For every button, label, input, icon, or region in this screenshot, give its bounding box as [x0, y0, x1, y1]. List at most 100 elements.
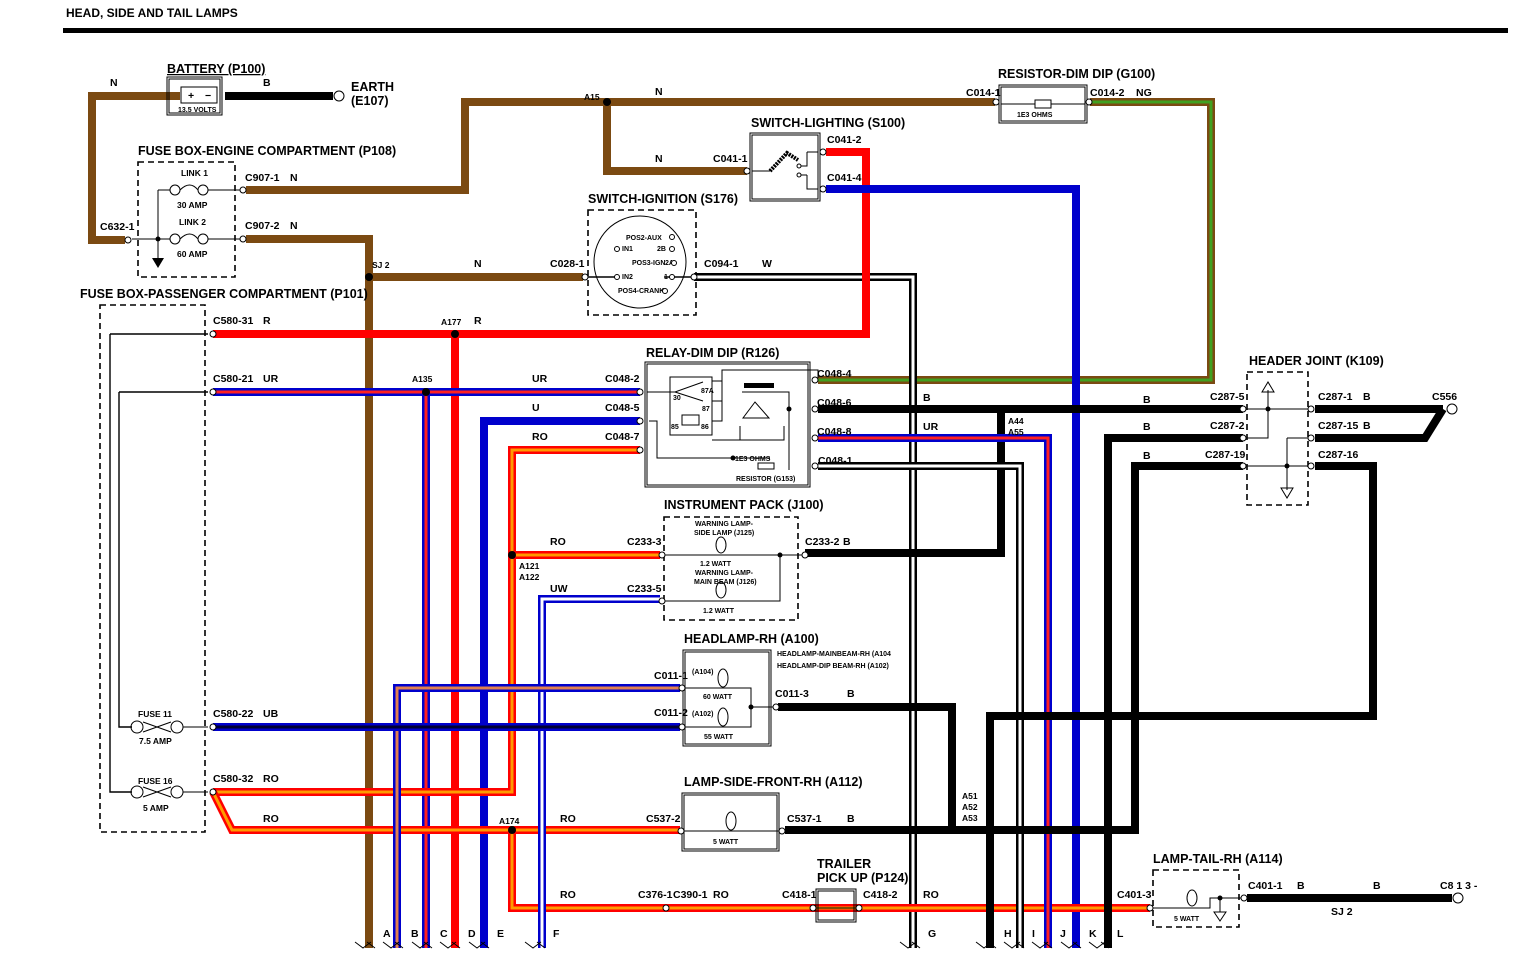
wire-c907-1-n[interactable]: [246, 98, 995, 194]
connector-pin[interactable]: [239, 235, 247, 243]
header-joint-k109[interactable]: HEADER JOINT (K109): [1246, 354, 1384, 506]
connector-pin[interactable]: [743, 167, 751, 175]
continuation-k[interactable]: K: [1089, 928, 1097, 940]
wire-c041-2-r[interactable]: [213, 148, 870, 338]
label-a122: A122: [519, 572, 540, 582]
lamp2-l2: MAIN BEAM (J126): [694, 579, 757, 586]
headlamp-sub1: HEADLAMP-MAINBEAM-RH (A104: [777, 651, 891, 658]
connector-pin[interactable]: [209, 330, 217, 338]
connector-pin[interactable]: [819, 185, 827, 193]
connector-pin[interactable]: [678, 684, 686, 692]
connector-pin[interactable]: [1239, 405, 1247, 413]
connector-pin[interactable]: [1146, 904, 1154, 912]
link2-rating: 60 AMP: [177, 249, 208, 259]
label-c233-2: C233-2: [805, 536, 840, 548]
connector-pin[interactable]: [677, 827, 685, 835]
continuation-b[interactable]: B: [411, 928, 419, 940]
resistor-dimdip-g100[interactable]: RESISTOR-DIM DIP (G100) 1E3 OHMS: [998, 67, 1155, 124]
connector-pin[interactable]: [690, 273, 698, 281]
connector-pin[interactable]: [636, 446, 644, 454]
fusebox-passenger-p101[interactable]: FUSE BOX-PASSENGER COMPARTMENT (P101) FU…: [80, 287, 368, 833]
label-c907-1: C907-1: [245, 172, 280, 184]
connector-pin[interactable]: [636, 417, 644, 425]
connector-pin[interactable]: [801, 551, 809, 559]
continuation-h[interactable]: H: [1004, 928, 1012, 940]
wire-c287-16-b[interactable]: [986, 462, 1377, 948]
connector-pin[interactable]: [811, 376, 819, 384]
connector-pin[interactable]: [658, 551, 666, 559]
label-c287-16: C287-16: [1318, 449, 1358, 461]
fuse16-label: FUSE 16: [138, 776, 173, 786]
fusebox-engine-p108[interactable]: FUSE BOX-ENGINE COMPARTMENT (P108) LINK …: [132, 144, 396, 278]
connector-pin[interactable]: [124, 236, 132, 244]
continuation-arrow-icon: [1031, 941, 1053, 949]
lamp2-l1: WARNING LAMP-: [695, 570, 754, 577]
continuation-e[interactable]: E: [497, 928, 504, 940]
label-c580-31: C580-31: [213, 315, 253, 327]
continuation-i[interactable]: I: [1032, 928, 1035, 940]
wire-battery-n[interactable]: [88, 92, 180, 244]
continuation-l[interactable]: L: [1117, 928, 1124, 940]
lamp-side-front-rh-a112[interactable]: LAMP-SIDE-FRONT-RH (A112) 5 WATT: [681, 775, 862, 852]
switch-ignition-s176[interactable]: SWITCH-IGNITION (S176) POS2-AUX IN1 2B P…: [587, 192, 738, 316]
wire-c041-4-u[interactable]: [826, 185, 1080, 948]
connector-pin[interactable]: [992, 98, 1000, 106]
connector-pin[interactable]: [1307, 405, 1315, 413]
connector-pin[interactable]: [819, 148, 827, 156]
label-c580-21-ur: UR: [263, 373, 279, 385]
connector-pin[interactable]: [811, 462, 819, 470]
instrument-pack-j100[interactable]: INSTRUMENT PACK (J100) WARNING LAMP- SID…: [663, 498, 824, 621]
label-a53: A53: [962, 813, 978, 823]
connector-pin[interactable]: [1239, 462, 1247, 470]
connector-pin[interactable]: [636, 388, 644, 396]
connector-pin[interactable]: [1240, 894, 1248, 902]
lamp-tail-rh-a114[interactable]: LAMP-TAIL-RH (A114) 5 WATT: [1152, 852, 1283, 928]
wire-c907-2-n[interactable]: [246, 235, 373, 948]
continuation-a[interactable]: A: [383, 928, 391, 940]
connector-pin[interactable]: [658, 597, 666, 605]
connector-pin[interactable]: [1307, 434, 1315, 442]
wire-c580-32-ro-lower[interactable]: [209, 790, 680, 834]
wire-a15-c041-1[interactable]: [603, 102, 747, 175]
wire-c287-19-b[interactable]: [785, 462, 1243, 834]
connector-pin[interactable]: [581, 273, 589, 281]
connector-pin[interactable]: [1239, 434, 1247, 442]
connector-pin[interactable]: [1307, 462, 1315, 470]
connector-pin[interactable]: [809, 904, 817, 912]
wire-c011-3-b[interactable]: [778, 703, 956, 830]
wire-c048-5-u[interactable]: [480, 417, 640, 948]
ign-in1: IN1: [622, 246, 633, 253]
continuation-g[interactable]: G: [928, 928, 936, 940]
connector-pin[interactable]: [209, 388, 217, 396]
connector-pin[interactable]: [1085, 98, 1093, 106]
continuation-d[interactable]: D: [468, 928, 476, 940]
battery-title: BATTERY (P100): [167, 62, 265, 76]
continuation-c[interactable]: C: [440, 928, 448, 940]
connector-pin[interactable]: [772, 703, 780, 711]
battery-p100[interactable]: BATTERY (P100) + − 13.5 VOLTS: [166, 62, 265, 116]
wire-a44-b[interactable]: [805, 409, 1005, 557]
trailer-pickup-p124[interactable]: TRAILER PICK UP (P124): [815, 857, 908, 923]
continuation-j[interactable]: J: [1060, 928, 1066, 940]
headlamp-rh-a100[interactable]: HEADLAMP-RH (A100) HEADLAMP-MAINBEAM-RH …: [682, 632, 891, 747]
connector-pin[interactable]: [209, 723, 217, 731]
label-c580-22-ub: UB: [263, 708, 279, 720]
headlamp-main-rating: 60 WATT: [703, 694, 733, 701]
wire-c014-2-ng[interactable]: [818, 98, 1215, 384]
connector-pin[interactable]: [239, 186, 247, 194]
relay-dimdip-r126[interactable]: RELAY-DIM DIP (R126) 30 87A 87 85 86 1E3…: [644, 346, 819, 488]
connector-pin[interactable]: [678, 723, 686, 731]
header-joint-title: HEADER JOINT (K109): [1249, 354, 1384, 368]
wire-c287-15-b[interactable]: [1315, 406, 1447, 442]
connector-pin[interactable]: [662, 904, 670, 912]
wire-c287-2-b[interactable]: [1104, 434, 1243, 908]
connector-pin[interactable]: [811, 405, 819, 413]
connector-pin[interactable]: [209, 788, 217, 796]
continuation-f[interactable]: F: [553, 928, 560, 940]
switch-lighting-s100[interactable]: SWITCH-LIGHTING (S100): [749, 116, 905, 202]
connector-pin[interactable]: [778, 827, 786, 835]
connector-pin[interactable]: [855, 904, 863, 912]
connector-pin[interactable]: [811, 434, 819, 442]
label-c418-2: C418-2: [863, 889, 898, 901]
header-arrow-up-icon: [1261, 381, 1275, 393]
